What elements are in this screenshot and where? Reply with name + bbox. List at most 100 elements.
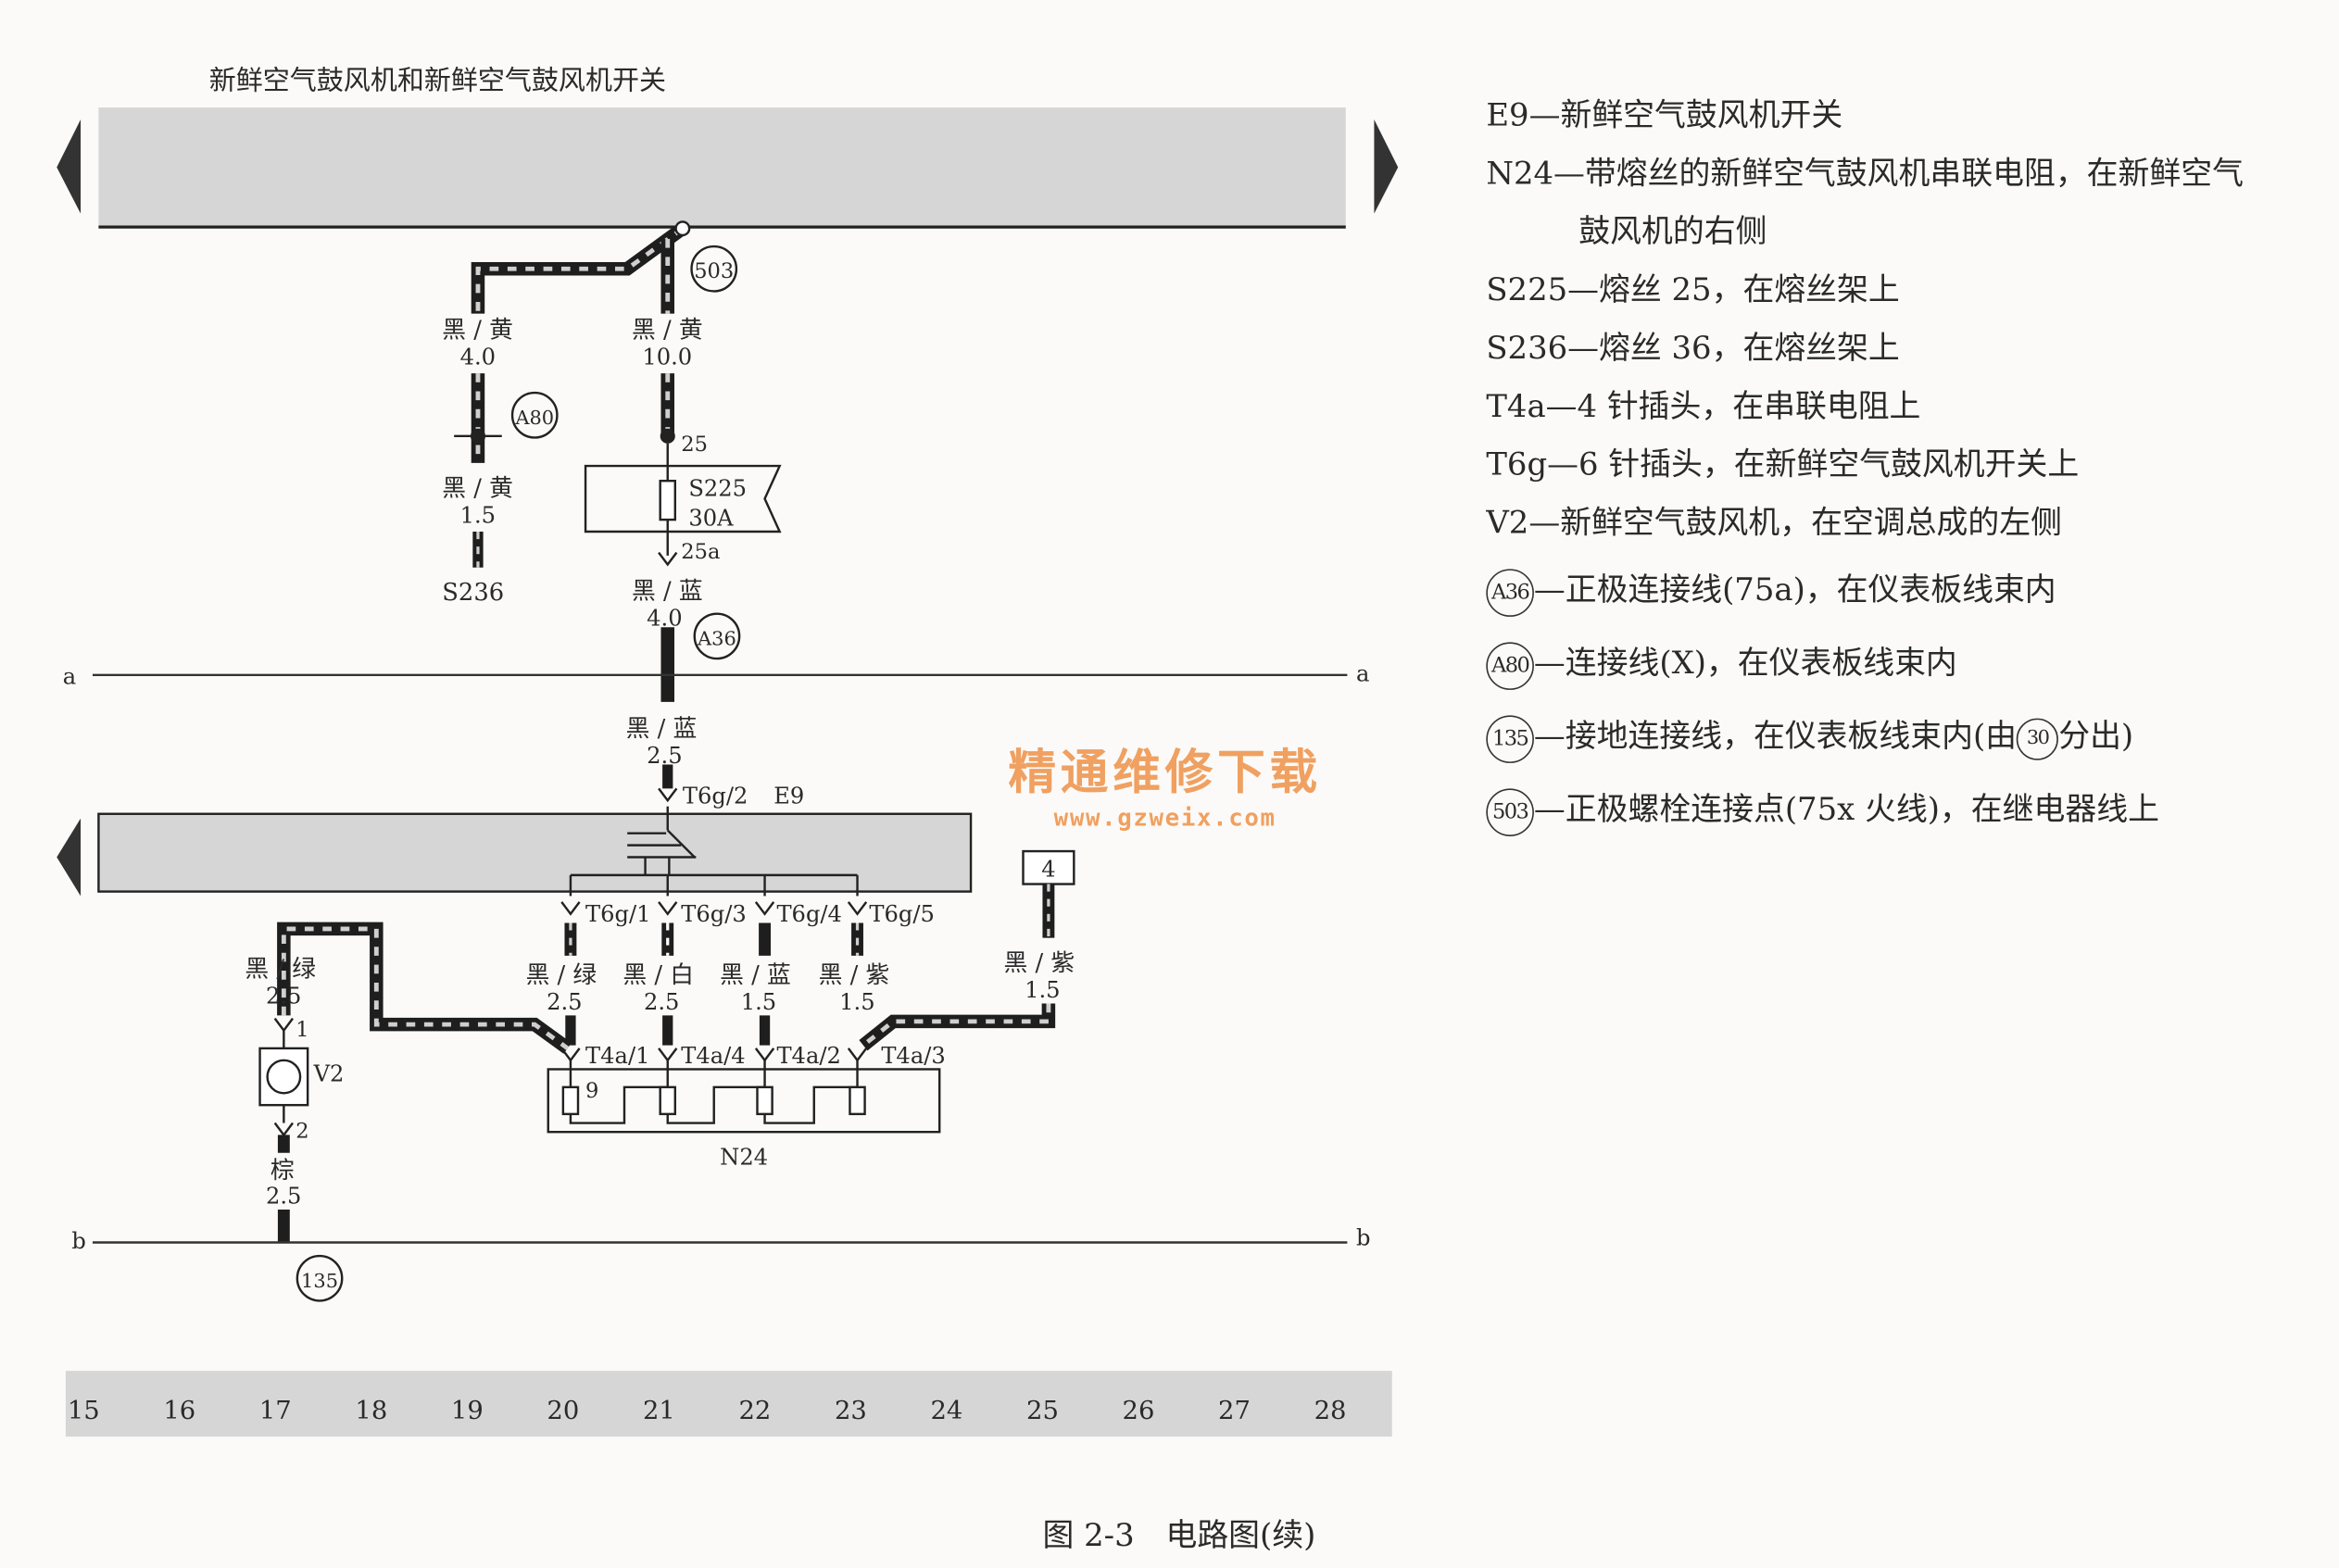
t4a1-label: T4a/1 xyxy=(585,1043,649,1069)
legend-item-a80: A80—连接线(X)，在仪表板线束内 xyxy=(1486,634,2244,693)
s236-label: S236 xyxy=(442,579,504,607)
fuse-name: S225 xyxy=(688,475,747,501)
t6g1-label: T6g/1 xyxy=(585,901,650,927)
wire-color-label: 黑 / 绿 xyxy=(526,961,597,989)
wire-color-label: 黑 / 蓝 xyxy=(626,715,698,743)
track-number: 18 xyxy=(355,1397,387,1425)
track-number: 26 xyxy=(1123,1397,1155,1425)
ref-box-4-label: 4 xyxy=(1041,856,1055,882)
watermark-title: 精通维修下载 xyxy=(1008,743,1322,801)
wire-size-label: 2.5 xyxy=(647,743,682,769)
bus-a-left: a xyxy=(63,663,76,689)
legend-503-text: —正极螺栓连接点(75x 火线)，在继电器线上 xyxy=(1533,791,2159,828)
bus-b-right: b xyxy=(1356,1225,1370,1251)
legend-item-n24-cont: 鼓风机的右侧 xyxy=(1578,213,1767,250)
track-number: 17 xyxy=(259,1397,292,1425)
legend-item-s225: S225—熔丝 25，在熔丝架上 xyxy=(1486,271,1900,308)
track-number-strip xyxy=(65,1371,1392,1437)
wire-size-label: 2.5 xyxy=(644,989,679,1015)
track-number: 20 xyxy=(547,1397,579,1425)
v2-label: V2 xyxy=(313,1060,345,1086)
legend-135-text: —接地连接线，在仪表板线束内(由 xyxy=(1533,718,2018,755)
legend-135-text-end: 分出) xyxy=(2058,718,2134,755)
resistor-n24-icon xyxy=(561,1060,866,1124)
wire-color-label: 黑 / 黄 xyxy=(632,316,703,344)
wire-color-label: 黑 / 蓝 xyxy=(632,578,703,606)
motor-icon xyxy=(266,1059,302,1095)
wire-color-label: 黑 / 绿 xyxy=(245,956,316,984)
t6g4-label: T6g/4 xyxy=(776,901,842,927)
node-503-circle xyxy=(690,245,738,293)
t4a4-label: T4a/4 xyxy=(681,1043,745,1069)
node-135-label: 135 xyxy=(301,1270,338,1292)
switch-e9-icon xyxy=(570,806,858,877)
wire-color-label: 黑 / 蓝 xyxy=(720,961,791,989)
right-arrow-icon xyxy=(1374,119,1399,214)
t6g2-label: T6g/2 xyxy=(683,783,748,809)
wire-color-label: 黑 / 紫 xyxy=(819,961,890,989)
legend-item-t4a: T4a—4 针插头，在串联电阻上 xyxy=(1486,388,1921,424)
legend-a36-circle: A36 xyxy=(1486,568,1534,617)
track-number: 27 xyxy=(1218,1397,1251,1425)
fuse-holder xyxy=(584,464,782,533)
legend-30-circle: 30 xyxy=(2017,717,2059,759)
wire-size-label: 1.5 xyxy=(460,502,496,528)
legend-item-n24: N24—带熔丝的新鲜空气鼓风机串联电阻，在新鲜空气 xyxy=(1486,155,2245,192)
t6g5-label: T6g/5 xyxy=(869,901,935,927)
wire-color-label: 黑 / 白 xyxy=(622,961,694,989)
v2-pin1-label: 1 xyxy=(296,1018,308,1042)
watermark-url: www.gzweix.com xyxy=(1053,803,1276,833)
wire-black-purple-route xyxy=(859,1003,1056,1051)
wire-size-label: 1.5 xyxy=(839,989,874,1015)
wire-size-label: 1.5 xyxy=(741,989,776,1015)
top-panel xyxy=(98,107,1346,228)
watermark: 精通维修下载 www.gzweix.com xyxy=(1008,734,1322,832)
wire-size-label: 2.5 xyxy=(266,1184,301,1210)
fuse-input-label: 25 xyxy=(681,433,708,457)
legend-a80-text: —连接线(X)，在仪表板线束内 xyxy=(1533,645,1957,682)
connector-25a-icon xyxy=(658,551,678,567)
legend-a36-text: —正极连接线(75a)，在仪表板线束内 xyxy=(1533,571,2056,608)
track-number: 22 xyxy=(738,1397,771,1425)
wire-color-label: 黑 / 紫 xyxy=(1004,949,1075,977)
v2-pin1-connector xyxy=(273,1017,294,1033)
track-number: 16 xyxy=(163,1397,195,1425)
track-number: 21 xyxy=(643,1397,675,1425)
wire-size-label: 2.5 xyxy=(547,989,582,1015)
wire-size-label: 1.5 xyxy=(1025,977,1060,1003)
legend-item-503: 503—正极螺栓连接点(75x 火线)，在继电器线上 xyxy=(1486,781,2244,839)
connection-point-503 xyxy=(674,220,691,237)
switch-e9-panel xyxy=(97,812,973,893)
wire-size-label: 4.0 xyxy=(460,344,496,370)
node-a80-label: A80 xyxy=(514,407,554,429)
track-number: 25 xyxy=(1026,1397,1059,1425)
fuse-output-label: 25a xyxy=(681,540,720,564)
wire-size-label: 10.0 xyxy=(642,344,692,370)
legend-item-s236: S236—熔丝 36，在熔丝架上 xyxy=(1486,330,1900,367)
bus-a-right: a xyxy=(1356,660,1369,686)
legend-item-t6g: T6g—6 针插头，在新鲜空气鼓风机开关上 xyxy=(1486,446,2080,483)
wire-stubs xyxy=(565,1015,771,1046)
t4a3-label: T4a/3 xyxy=(881,1043,945,1069)
t6g3-label: T6g/3 xyxy=(681,901,746,927)
left-arrow-icon xyxy=(57,119,82,214)
wire-size-label: 4.0 xyxy=(647,606,682,632)
wire-black-yellow-4 xyxy=(471,222,687,314)
track-number: 15 xyxy=(68,1397,100,1425)
v2-pin2-connector xyxy=(273,1122,294,1137)
node-a36-circle xyxy=(693,612,741,660)
legend-135-circle: 135 xyxy=(1486,714,1534,763)
node-a36-label: A36 xyxy=(697,628,736,650)
legend-503-circle: 503 xyxy=(1486,787,1534,836)
switch-outputs xyxy=(569,874,859,897)
legend-item-e9: E9—新鲜空气鼓风机开关 xyxy=(1486,96,1843,133)
legend-item-a36: A36—正极连接线(75a)，在仪表板线束内 xyxy=(1486,561,2244,620)
node-503-label: 503 xyxy=(694,259,734,283)
legend-item-v2: V2—新鲜空气鼓风机，在空调总成的左侧 xyxy=(1486,504,2062,541)
track-number: 28 xyxy=(1314,1397,1347,1425)
t4a2-label: T4a/2 xyxy=(776,1043,840,1069)
